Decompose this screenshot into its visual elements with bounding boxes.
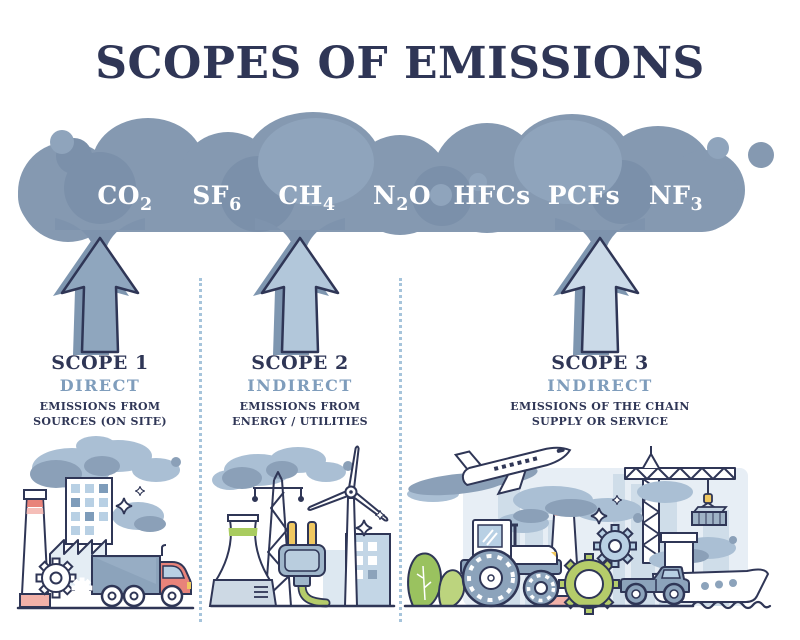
scope-2-section: SCOPE 2 INDIRECT EMISSIONS FROM ENERGY /… (210, 352, 390, 430)
sparkle-icon (115, 486, 145, 515)
airplane-icon (453, 446, 572, 496)
gas-label-n2o: N2O (372, 181, 432, 215)
tractor-icon (460, 519, 562, 608)
cooling-tower-icon (208, 514, 278, 607)
gas-label-nf3: NF3 (648, 181, 704, 215)
arrow-up-scope-3 (553, 236, 640, 355)
scope-1-type: DIRECT (59, 376, 141, 395)
section-divider-2 (399, 278, 402, 622)
gas-label-pcfs: PCFs (547, 181, 621, 210)
chimney-icon (19, 489, 51, 608)
gear-icon (35, 557, 77, 599)
scope-1-description: EMISSIONS FROM SOURCES (ON SITE) (33, 400, 167, 428)
scope-2-description: EMISSIONS FROM ENERGY / UTILITIES (232, 400, 368, 428)
scope-3-description: EMISSIONS OF THE CHAIN SUPPLY OR SERVICE (510, 400, 690, 428)
pickup-truck-icon (620, 566, 690, 606)
page-title: SCOPES OF EMISSIONS (95, 38, 705, 89)
power-plug-icon (278, 521, 331, 608)
scope-2-type: INDIRECT (247, 376, 353, 395)
small-gear-icon (71, 577, 93, 599)
emissions-cloud-illustration (18, 112, 774, 355)
smoke-icon (212, 447, 353, 490)
gas-label-co2: CO2 (97, 181, 153, 215)
truck-icon (91, 544, 192, 595)
scope-3-section: SCOPE 3 INDIRECT EMISSIONS OF THE CHAIN … (430, 352, 770, 430)
scope-1-section: SCOPE 1 DIRECT EMISSIONS FROM SOURCES (O… (10, 352, 190, 430)
section-divider-1 (199, 278, 202, 622)
smoke-icon (30, 436, 181, 532)
cloud-shape (18, 112, 774, 242)
blue-gear-icon (593, 524, 637, 568)
bush-icon (407, 552, 466, 607)
sparkle-icon (355, 510, 385, 537)
scope-3-illustration (403, 446, 772, 615)
arrow-up-scope-1 (53, 236, 140, 355)
arrow-up-scope-2 (253, 236, 340, 355)
gas-label-ch4: CH4 (278, 181, 336, 215)
smoke-icon (497, 481, 737, 569)
gas-label-hfcs: HFCs (453, 181, 531, 210)
scope-1-illustration (16, 436, 195, 610)
wave-line (691, 600, 772, 610)
scope-1-title: SCOPE 1 (51, 352, 149, 374)
scope-2-illustration (208, 445, 396, 608)
crane-load (691, 493, 728, 526)
scope-3-title: SCOPE 3 (551, 352, 649, 374)
sparkle-icon (590, 495, 622, 525)
scope-3-type: INDIRECT (547, 376, 653, 395)
truck-wheels (100, 584, 184, 608)
gas-label-sf6: SF6 (192, 181, 242, 215)
cloud-funnels (55, 218, 645, 252)
detached-cloud-bubble (748, 142, 774, 168)
scope-2-title: SCOPE 2 (251, 352, 349, 374)
